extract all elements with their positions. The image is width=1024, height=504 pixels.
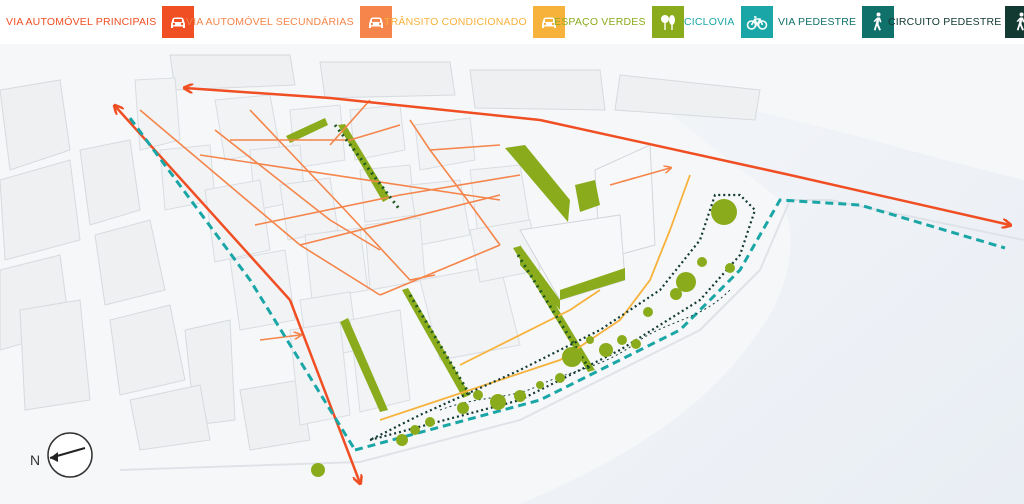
legend-label: ESPAÇO VERDES bbox=[554, 16, 646, 28]
legend-item-pedestrian-circuit: CIRCUITO PEDESTRE bbox=[888, 6, 1024, 38]
pedestrian-icon bbox=[1005, 6, 1024, 38]
car-icon bbox=[162, 6, 195, 38]
trees bbox=[311, 199, 737, 477]
city-blocks-central bbox=[134, 77, 541, 426]
compass-north-label: N bbox=[30, 452, 41, 468]
legend-label: CICLOVIA bbox=[684, 16, 735, 28]
water-area bbox=[520, 90, 1024, 504]
car-icon bbox=[359, 6, 392, 38]
secondary-roads bbox=[139, 99, 670, 341]
tree-icon bbox=[651, 6, 684, 38]
legend-label: CIRCUITO PEDESTRE bbox=[888, 16, 1002, 28]
legend-item-cycle-path: CICLOVIA bbox=[684, 6, 773, 38]
legend-item-conditioned-traffic: TRÂNSITO CONDICIONADO bbox=[384, 6, 565, 38]
car-icon bbox=[532, 6, 565, 38]
shore-line bbox=[119, 199, 1024, 471]
legend-item-secondary-roads: VIA AUTOMÓVEL SECUNDÁRIAS bbox=[186, 6, 392, 38]
city-blocks-north bbox=[169, 54, 761, 121]
main-roads bbox=[115, 88, 1010, 483]
conditioned-traffic-roads bbox=[379, 174, 691, 421]
legend-label: VIA PEDESTRE bbox=[778, 16, 857, 28]
bicycle-icon bbox=[740, 6, 773, 38]
legend-label: VIA AUTOMÓVEL PRINCIPAIS bbox=[6, 16, 157, 28]
legend-label: VIA AUTOMÓVEL SECUNDÁRIAS bbox=[186, 16, 354, 28]
compass-arrow-icon bbox=[50, 452, 58, 462]
legend-label: TRÂNSITO CONDICIONADO bbox=[384, 16, 527, 28]
legend: VIA AUTOMÓVEL PRINCIPAIS VIA AUTOMÓVEL S… bbox=[0, 0, 1024, 44]
legend-item-pedestrian-path: VIA PEDESTRE bbox=[778, 6, 895, 38]
city-blocks-west bbox=[0, 79, 311, 451]
legend-item-green-spaces: ESPAÇO VERDES bbox=[554, 6, 684, 38]
legend-item-main-roads: VIA AUTOMÓVEL PRINCIPAIS bbox=[6, 6, 195, 38]
cycle-path bbox=[128, 117, 1006, 452]
compass bbox=[47, 432, 93, 478]
green-spaces bbox=[286, 118, 625, 412]
pedestrian-icon bbox=[862, 6, 895, 38]
